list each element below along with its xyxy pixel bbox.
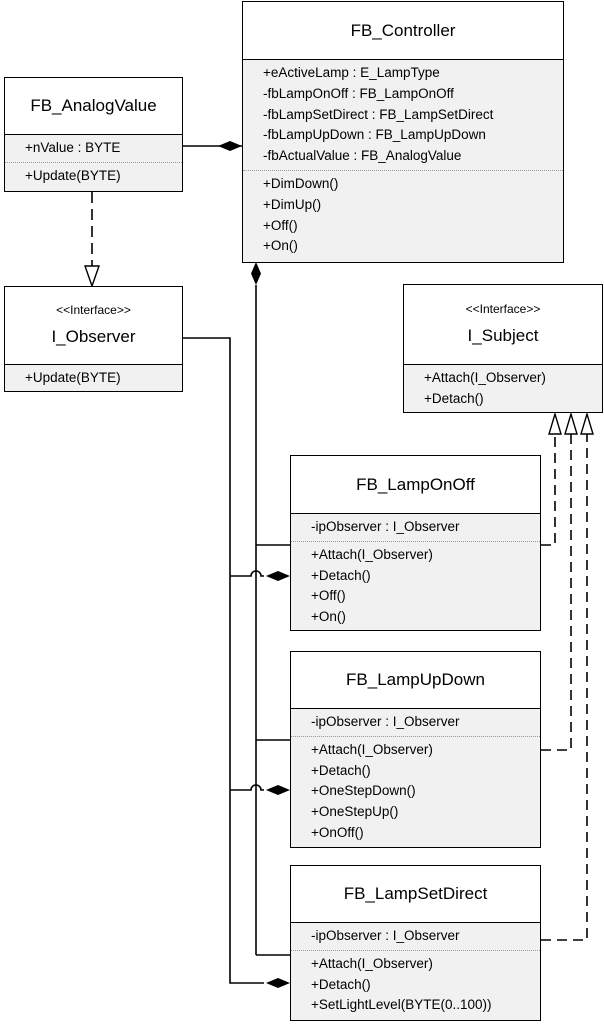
interface-name: I_Observer bbox=[51, 327, 136, 346]
class-name: FB_AnalogValue bbox=[30, 96, 157, 115]
interface-i-subject: <<Interface>> I_Subject +Attach(I_Observ… bbox=[403, 284, 603, 413]
realization-line-onoff bbox=[541, 434, 556, 546]
operation: +SetLightLevel(BYTE(0..100)) bbox=[311, 997, 492, 1013]
operation: +OneStepUp() bbox=[311, 804, 399, 820]
realization-triangle-observer bbox=[84, 265, 100, 289]
class-name: FB_LampUpDown bbox=[346, 670, 485, 689]
operation: +Attach(I_Observer) bbox=[311, 546, 433, 562]
operation: +Off() bbox=[311, 588, 346, 604]
stereotype-label: <<Interface>> bbox=[465, 302, 541, 316]
operation: +Update(BYTE) bbox=[25, 370, 121, 385]
operation: +Detach() bbox=[311, 567, 371, 583]
attribute-list: -ipObserver : I_Observer bbox=[291, 926, 540, 951]
operation-list: +DimDown() +DimUp() +Off() +On() bbox=[243, 174, 563, 257]
operation: +On() bbox=[311, 609, 346, 625]
operation: +Off() bbox=[263, 217, 298, 233]
class-name: FB_Controller bbox=[350, 20, 456, 40]
operation-list: +Attach(I_Observer) +Detach() +OneStepDo… bbox=[291, 740, 540, 844]
operation-list: +Attach(I_Observer) +Detach() +Off() +On… bbox=[291, 545, 540, 628]
aggregation-diamond-updown bbox=[266, 785, 290, 795]
attribute: -fbActualValue : FB_AnalogValue bbox=[263, 148, 462, 164]
attribute: +eActiveLamp : E_LampType bbox=[263, 65, 440, 80]
realization-triangle-subject-2 bbox=[564, 411, 578, 435]
realization-line-setdirect bbox=[541, 434, 588, 941]
operation: +OneStepDown() bbox=[311, 783, 416, 799]
attribute-list: +eActiveLamp : E_LampType -fbLampOnOff :… bbox=[243, 63, 563, 171]
observer-branch-updown bbox=[230, 784, 264, 791]
composition-diamond-controller-top bbox=[251, 262, 261, 285]
operation: +On() bbox=[263, 238, 298, 254]
composition-diamond-controller bbox=[218, 141, 242, 151]
aggregation-diamond-setdirect bbox=[266, 978, 290, 988]
observer-branch-onoff bbox=[230, 570, 264, 577]
operation-list: +Attach(I_Observer) +Detach() bbox=[404, 368, 602, 410]
interface-name: I_Subject bbox=[467, 326, 539, 345]
operation: +OnOff() bbox=[311, 824, 364, 840]
class-fb-analogvalue: FB_AnalogValue +nValue : BYTE +Update(BY… bbox=[4, 77, 183, 192]
attribute: -ipObserver : I_Observer bbox=[311, 714, 460, 729]
observer-line bbox=[183, 337, 264, 984]
realization-triangle-subject-1 bbox=[548, 411, 562, 435]
attribute: -fbLampOnOff : FB_LampOnOff bbox=[263, 85, 454, 101]
attribute-list: -ipObserver : I_Observer bbox=[291, 712, 540, 737]
attribute: -fbLampSetDirect : FB_LampSetDirect bbox=[263, 106, 494, 122]
operation: +DimUp() bbox=[263, 196, 322, 212]
class-fb-lamponoff: FB_LampOnOff -ipObserver : I_Observer +A… bbox=[290, 455, 541, 631]
aggregation-diamond-onoff bbox=[266, 571, 290, 581]
attribute: +nValue : BYTE bbox=[25, 140, 121, 155]
class-fb-lampsetdirect: FB_LampSetDirect -ipObserver : I_Observe… bbox=[290, 865, 541, 1021]
realization-triangle-subject-3 bbox=[580, 411, 594, 435]
attribute: -ipObserver : I_Observer bbox=[311, 928, 460, 943]
operation: +Update(BYTE) bbox=[25, 167, 121, 183]
attribute: -fbLampUpDown : FB_LampUpDown bbox=[263, 127, 486, 143]
interface-i-observer: <<Interface>> I_Observer +Update(BYTE) bbox=[4, 286, 183, 392]
operation-list: +Attach(I_Observer) +Detach() +SetLightL… bbox=[291, 954, 540, 1016]
operation: +Attach(I_Observer) bbox=[311, 741, 433, 757]
operation: +Detach() bbox=[311, 762, 371, 778]
realization-line-updown bbox=[541, 434, 572, 751]
operation: +Attach(I_Observer) bbox=[424, 370, 546, 385]
attribute-list: +nValue : BYTE bbox=[5, 138, 182, 163]
attribute: -ipObserver : I_Observer bbox=[311, 519, 460, 534]
operation-list: +Update(BYTE) bbox=[5, 368, 182, 389]
class-fb-controller: FB_Controller +eActiveLamp : E_LampType … bbox=[242, 1, 564, 263]
stereotype-label: <<Interface>> bbox=[56, 303, 131, 317]
class-fb-lampupdown: FB_LampUpDown -ipObserver : I_Observer +… bbox=[290, 651, 541, 848]
class-name: FB_LampOnOff bbox=[356, 474, 475, 494]
operation: +Attach(I_Observer) bbox=[311, 955, 433, 971]
attribute-list: -ipObserver : I_Observer bbox=[291, 517, 540, 542]
operation: +Detach() bbox=[311, 976, 371, 992]
operation-list: +Update(BYTE) bbox=[5, 166, 182, 187]
operation: +DimDown() bbox=[263, 175, 339, 191]
operation: +Detach() bbox=[424, 390, 484, 406]
class-name: FB_LampSetDirect bbox=[343, 884, 488, 903]
